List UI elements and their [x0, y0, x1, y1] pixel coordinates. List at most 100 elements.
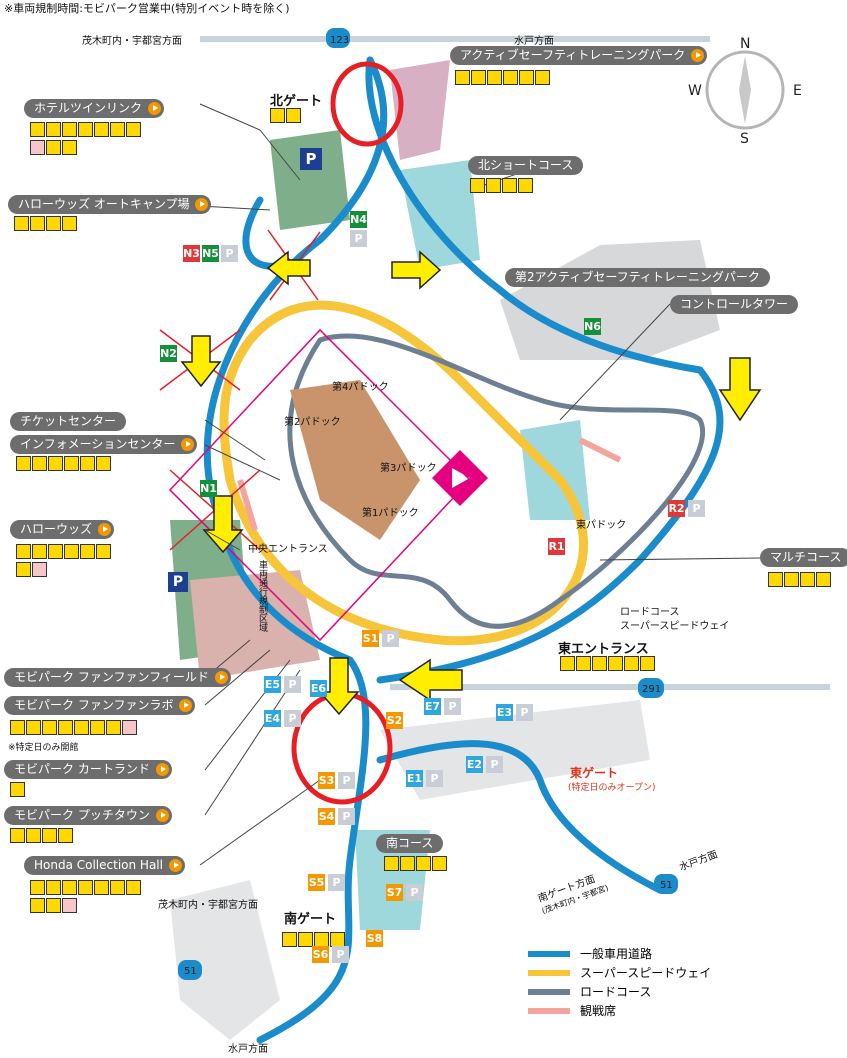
restroom-icon — [30, 122, 45, 137]
road-course-track — [287, 333, 705, 629]
smoking-area-icon — [816, 572, 831, 587]
arrow-circle-icon — [179, 699, 193, 712]
accessible-restroom-icon — [400, 856, 415, 871]
superspeedway-track — [219, 300, 589, 646]
arrow-circle-icon — [148, 102, 162, 115]
parking-s5-p: P — [328, 874, 345, 891]
shop-icon — [46, 140, 61, 155]
restroom-icon — [10, 828, 25, 843]
amenities-hello-woods — [16, 544, 111, 559]
legend-swatch — [528, 1007, 570, 1014]
gray-area-south — [170, 880, 280, 1040]
parking-s6-p: P — [332, 946, 349, 963]
restroom-icon — [384, 856, 399, 871]
amenities-collection-hall-2 — [30, 898, 77, 913]
parking-n4: N4 — [350, 211, 367, 228]
facility-north-short-course[interactable]: 北ショートコース — [468, 156, 584, 175]
paddock-area — [290, 380, 420, 540]
facility-hello-woods[interactable]: ハローウッズ — [10, 520, 115, 539]
facility-hello-woods-camp[interactable]: ハローウッズ オートキャンプ場 — [8, 195, 212, 214]
baby-room-icon — [784, 572, 799, 587]
restaurant-icon — [16, 562, 31, 577]
legend-label: スーパースピードウェイ — [580, 966, 712, 980]
label-superspeedway: スーパースピードウェイ — [620, 621, 730, 632]
aed-icon — [126, 122, 141, 137]
compass-n: N — [740, 36, 750, 52]
label-paddock4: 第4パドック — [332, 382, 389, 393]
aed-icon — [62, 216, 77, 231]
parking-e4-p: P — [284, 710, 301, 727]
label-road-course: ロードコース — [620, 607, 680, 618]
facility-mobi-funfun-field[interactable]: モビパーク ファンファンフィールド — [4, 668, 231, 687]
shop-icon — [32, 562, 47, 577]
arrow-circle-icon — [181, 438, 195, 451]
amenities-funfun-lab — [10, 720, 137, 735]
restroom-icon — [14, 216, 29, 231]
facility-information-center[interactable]: インフォメーションセンター — [10, 435, 198, 454]
arrow-circle-icon — [691, 49, 705, 62]
nursing-icon — [78, 122, 93, 137]
nursing-icon — [608, 656, 623, 671]
arrow-circle-icon — [195, 198, 209, 211]
facility-second-active-safety-park[interactable]: 第2アクティブセーフティトレーニングパーク — [505, 268, 770, 287]
baby-room-icon — [30, 216, 45, 231]
green-area-hotel — [270, 130, 350, 230]
parking-s8: S8 — [366, 930, 383, 947]
wheelchair-icon — [48, 544, 63, 559]
legend-swatch — [528, 969, 570, 976]
facility-control-tower[interactable]: コントロールタワー — [670, 295, 799, 314]
accessible-restroom-icon — [486, 178, 501, 193]
restroom-icon — [42, 720, 57, 735]
wheelchair-icon — [592, 656, 607, 671]
svg-text:51: 51 — [184, 966, 197, 977]
amenities-hello-woods-2 — [16, 562, 47, 577]
facility-ticket-center[interactable]: チケットセンター — [10, 412, 127, 431]
compass-rose — [705, 50, 785, 130]
arrow-circle-icon — [214, 671, 228, 684]
restaurant-icon — [30, 140, 45, 155]
amenities-east-entrance — [560, 656, 655, 671]
facility-mobi-cart-land[interactable]: モビパーク カートランド — [4, 760, 172, 779]
shop-icon — [62, 898, 77, 913]
facility-hotel-twinring[interactable]: ホテルツインリンク — [24, 99, 165, 118]
label-paddock2: 第2パドック — [284, 417, 341, 428]
amenities-hotel — [30, 122, 141, 137]
route-shield-51-east — [654, 874, 678, 894]
pink-area-funfun — [190, 570, 320, 680]
parking-e1-p: P — [426, 770, 443, 787]
smoking-area-icon — [518, 178, 533, 193]
parking-s4-p: P — [338, 808, 355, 825]
wheelchair-icon — [416, 856, 431, 871]
aed-icon — [46, 898, 61, 913]
facility-mobi-funfun-lab[interactable]: モビパーク ファンファンラボ — [4, 696, 196, 715]
facility-mobi-petit-town[interactable]: モビパーク プッチタウン — [4, 806, 172, 825]
legend-swatch — [528, 988, 570, 995]
legend-label: 観戦席 — [580, 1004, 617, 1018]
svg-text:51: 51 — [660, 880, 673, 891]
facility-multi-course[interactable]: マルチコース — [760, 548, 847, 567]
facility-honda-collection-hall[interactable]: Honda Collection Hall — [24, 856, 185, 875]
restroom-icon — [560, 656, 575, 671]
parking-e5-p: P — [284, 676, 301, 693]
parking-e1: E1 — [406, 770, 423, 787]
route-shield-291 — [638, 678, 664, 698]
baby-room-icon — [78, 880, 93, 895]
legend-item: 一般車用道路 — [528, 944, 711, 963]
locker-icon — [110, 880, 125, 895]
facility-active-safety-park[interactable]: アクティブセーフティトレーニングパーク — [450, 46, 708, 65]
compass-e: E — [793, 83, 802, 99]
route-shield-51-south — [178, 960, 202, 980]
facility-south-course[interactable]: 南コース — [376, 834, 444, 853]
compass-s: S — [740, 131, 749, 147]
parking-e2-p: P — [486, 756, 503, 773]
nursing-icon — [80, 456, 95, 471]
amenities-hotel-2 — [30, 140, 77, 155]
amenities-north-gate — [270, 108, 301, 123]
nursing-icon — [90, 720, 105, 735]
svg-text:291: 291 — [642, 684, 661, 695]
smoking-area-icon — [432, 856, 447, 871]
label-south-gate: 南ゲート — [284, 912, 337, 927]
label-north-gate: 北ゲート — [270, 94, 323, 109]
parking-n2: N2 — [160, 345, 177, 362]
